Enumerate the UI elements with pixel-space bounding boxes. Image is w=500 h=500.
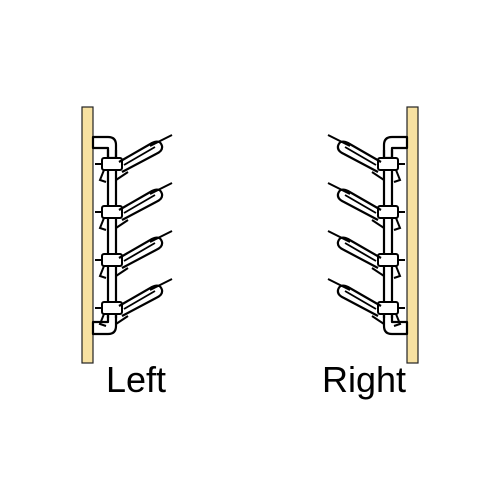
arm-collar: [377, 205, 399, 219]
rack-arm: [95, 230, 173, 279]
left-caption: Left: [106, 359, 167, 400]
arm-loop: [118, 140, 164, 173]
arm-collar: [101, 253, 123, 267]
arm-loop: [336, 140, 382, 173]
arm-tie: [371, 219, 385, 229]
arm-collar: [377, 301, 399, 315]
arm-hook: [393, 313, 402, 327]
arm-rod: [344, 242, 377, 262]
arm-tine: [149, 182, 173, 195]
arm-tine: [327, 230, 351, 243]
arm-tie: [371, 171, 385, 181]
arm-tie: [115, 171, 129, 181]
arm-rod: [123, 290, 156, 310]
arm-collar: [377, 253, 399, 267]
wall-plate: [81, 106, 94, 364]
rack-arm: [95, 134, 173, 183]
rack-arm: [327, 230, 405, 279]
arm-loop: [336, 188, 382, 221]
arm-hook: [98, 313, 107, 327]
arm-loop: [118, 188, 164, 221]
arm-collar: [101, 301, 123, 315]
rack-arm: [95, 278, 173, 327]
arm-hook: [98, 217, 107, 231]
arm-tine: [327, 134, 351, 147]
right-rack-assembly: [327, 106, 419, 364]
arm-tine: [149, 230, 173, 243]
arm-tine: [327, 182, 351, 195]
arm-rod: [123, 194, 156, 214]
arm-rod: [123, 242, 156, 262]
arm-collar: [101, 157, 123, 171]
arm-collar: [377, 157, 399, 171]
arm-loop: [336, 284, 382, 317]
arm-tine: [327, 278, 351, 291]
rack-arm: [327, 182, 405, 231]
top-mount-bracket: [382, 135, 409, 160]
arm-loop: [118, 236, 164, 269]
arm-tine: [149, 134, 173, 147]
rack-arm: [327, 134, 405, 183]
arm-tie: [115, 267, 129, 277]
arm-hook: [98, 169, 107, 183]
arm-rod: [344, 146, 377, 166]
arm-tie: [371, 315, 385, 325]
wall-plate: [406, 106, 419, 364]
arm-collar: [101, 205, 123, 219]
arm-hook: [98, 265, 107, 279]
arm-tie: [115, 315, 129, 325]
arm-rod: [344, 194, 377, 214]
arm-loop: [118, 284, 164, 317]
arm-tie: [371, 267, 385, 277]
arm-rod: [344, 290, 377, 310]
top-mount-bracket: [91, 135, 118, 160]
arm-loop: [336, 236, 382, 269]
rack-arm: [95, 182, 173, 231]
arm-rod: [123, 146, 156, 166]
right-caption: Right: [322, 359, 407, 400]
left-rack-assembly: [81, 106, 173, 364]
rack-arm: [327, 278, 405, 327]
arm-tine: [149, 278, 173, 291]
arm-hook: [393, 169, 402, 183]
arm-hook: [393, 217, 402, 231]
arm-tie: [115, 219, 129, 229]
arm-hook: [393, 265, 402, 279]
